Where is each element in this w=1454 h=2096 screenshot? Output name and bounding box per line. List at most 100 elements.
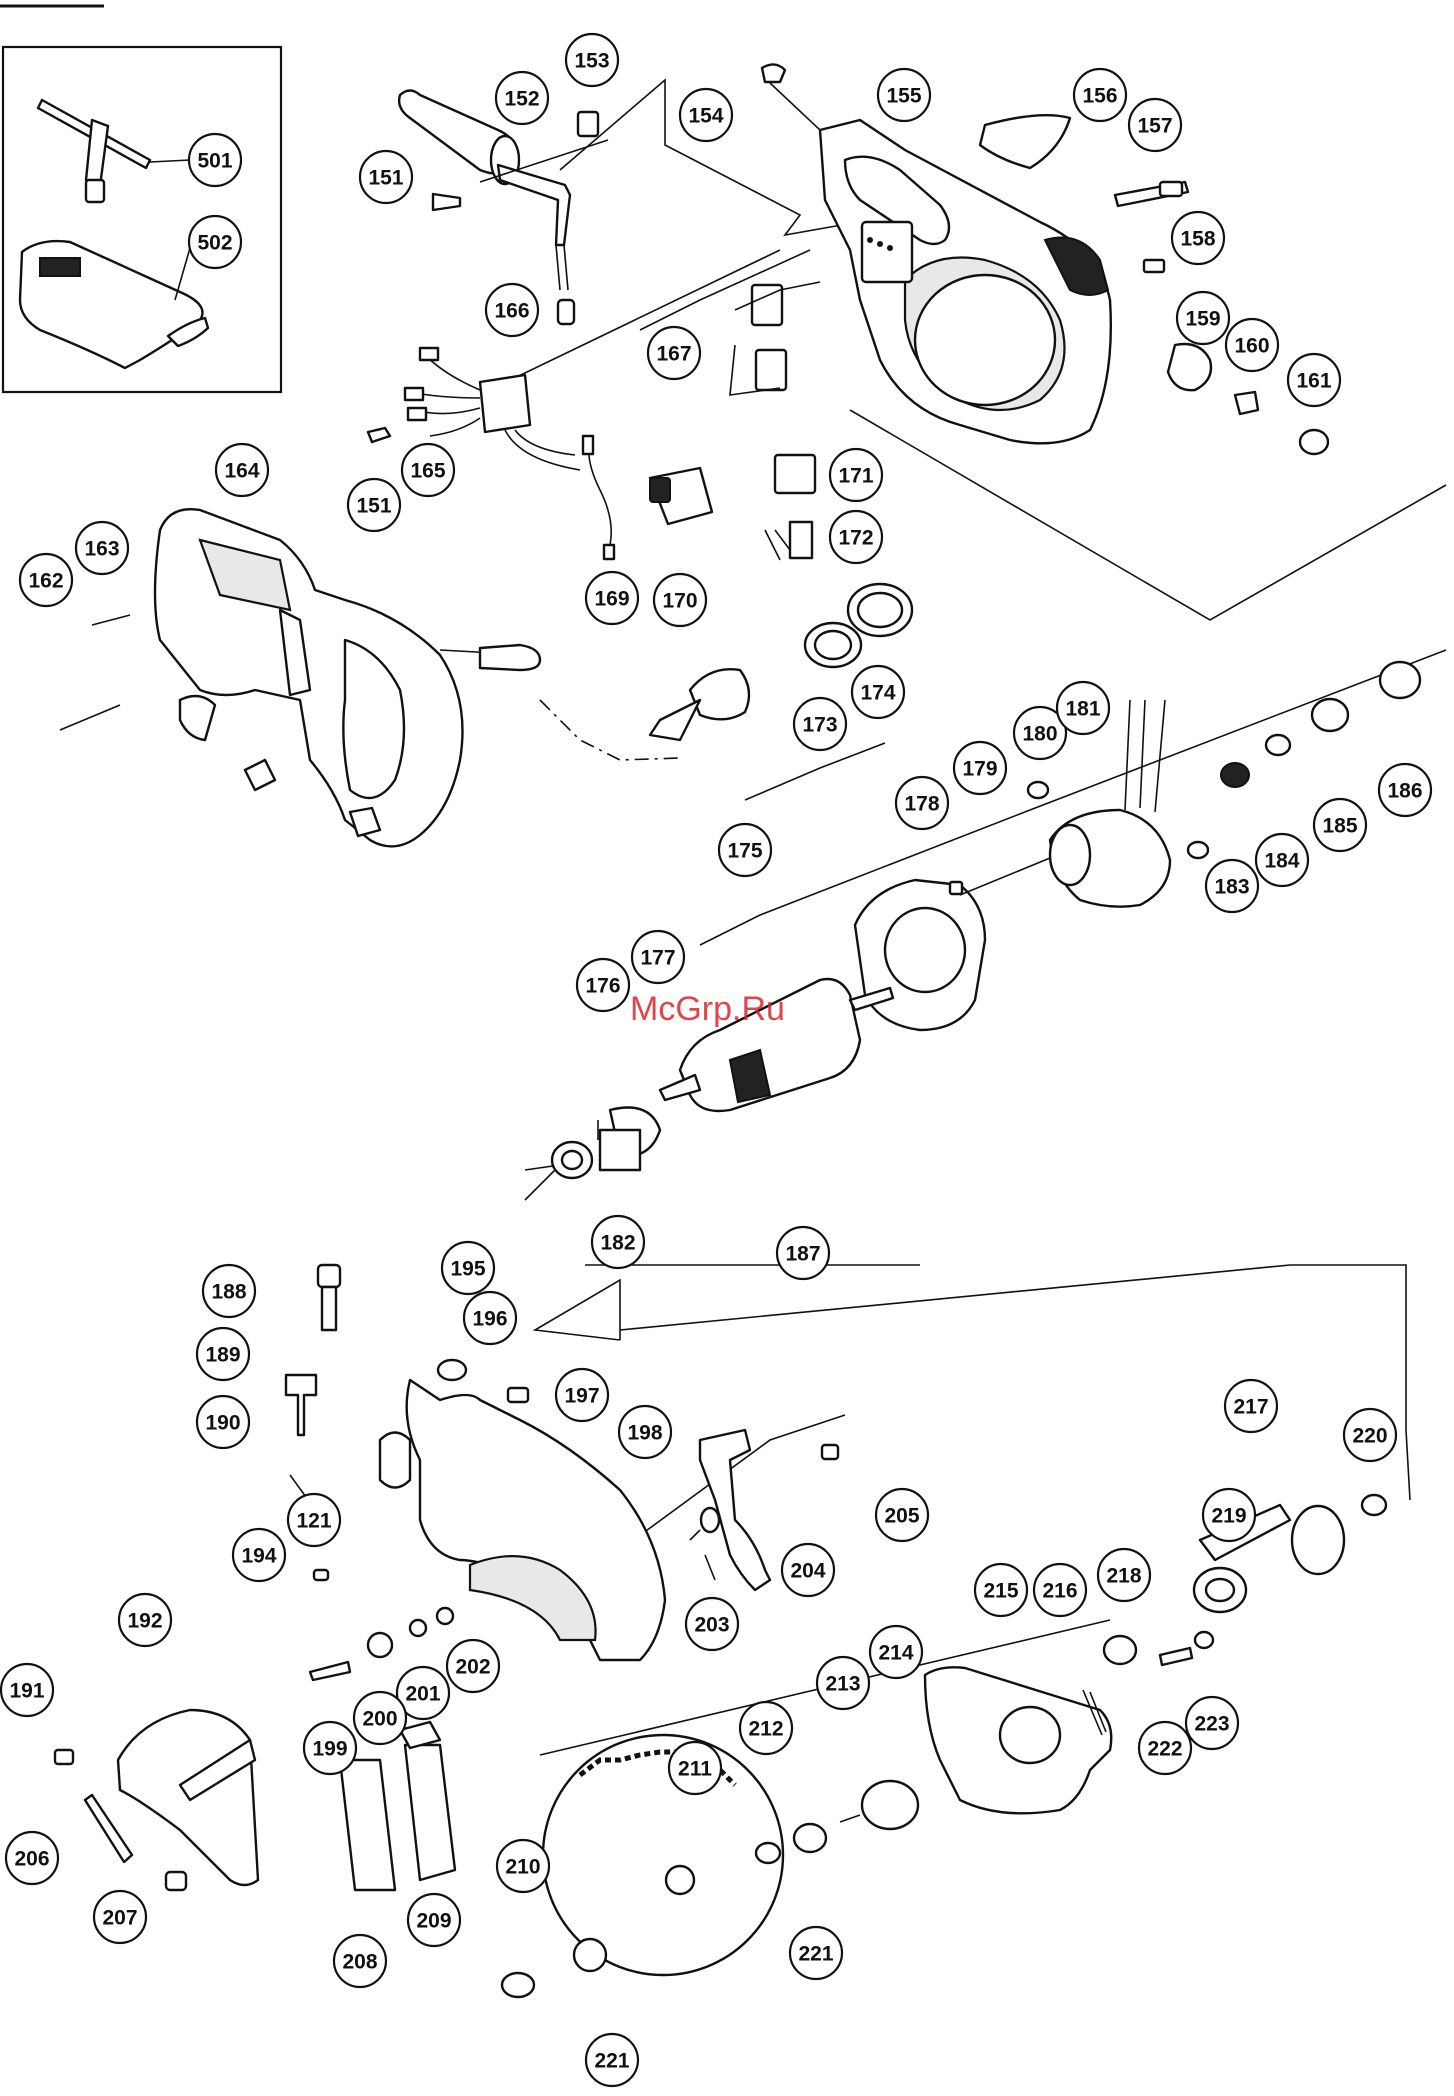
- callout-175: 175: [717, 822, 773, 878]
- callout-circle: [201, 1263, 257, 1319]
- callout-circle: [187, 132, 243, 188]
- callout-219: 219: [1201, 1487, 1257, 1543]
- wiring-block-drawing: [366, 346, 581, 471]
- callout-172: 172: [828, 509, 884, 565]
- callout-circle: [0, 1662, 55, 1718]
- callout-circle: [1204, 858, 1260, 914]
- callout-circle: [302, 1720, 358, 1776]
- callout-circle: [894, 775, 950, 831]
- callout-circle: [400, 442, 456, 498]
- callout-label: 222: [1147, 1738, 1182, 1761]
- callout-label: 151: [368, 167, 403, 190]
- gear-case-drawing: [284, 1263, 667, 1662]
- callout-circle: [74, 520, 130, 576]
- callout-label: 162: [28, 570, 63, 593]
- callout-label: 174: [860, 682, 895, 705]
- callout-label: 158: [1180, 228, 1215, 251]
- callout-199: 199: [302, 1720, 358, 1776]
- callout-label: 181: [1065, 698, 1100, 721]
- callout-circle: [1223, 1378, 1279, 1434]
- callout-184: 184: [1254, 832, 1310, 888]
- callout-label: 189: [205, 1344, 240, 1367]
- callout-circle: [286, 1492, 342, 1548]
- callout-180: 180: [1012, 705, 1068, 761]
- callout-200: 200: [352, 1690, 408, 1746]
- callout-label: 160: [1234, 335, 1269, 358]
- callout-212: 212: [738, 1700, 794, 1756]
- callout-label: 201: [405, 1683, 440, 1706]
- callout-label: 155: [886, 85, 921, 108]
- callout-169: 169: [584, 570, 640, 626]
- callout-label: 217: [1233, 1396, 1268, 1419]
- callout-circle: [440, 1240, 496, 1296]
- callout-label: 177: [640, 947, 675, 970]
- callout-circle: [828, 509, 884, 565]
- callout-circle: [646, 325, 702, 381]
- callout-label: 194: [241, 1545, 276, 1568]
- callout-label: 169: [594, 588, 629, 611]
- callout-186: 186: [1377, 762, 1433, 818]
- callout-label: 164: [224, 460, 259, 483]
- callout-label: 221: [594, 2050, 629, 2073]
- callout-label: 153: [574, 50, 609, 73]
- callout-176: 176: [575, 957, 631, 1013]
- handle-wire-parts: [397, 89, 609, 326]
- callout-circle: [815, 1655, 871, 1711]
- callout-label: 178: [904, 793, 939, 816]
- callout-circle: [4, 1830, 60, 1886]
- callout-151b: 151: [346, 477, 402, 533]
- callout-label: 191: [9, 1680, 44, 1703]
- callout-label: 210: [505, 1856, 540, 1879]
- callout-label: 219: [1211, 1505, 1246, 1528]
- callout-circle: [395, 1665, 451, 1721]
- callout-197: 197: [554, 1367, 610, 1423]
- callout-198: 198: [617, 1404, 673, 1460]
- callout-502: 502: [187, 214, 243, 270]
- callout-160: 160: [1224, 317, 1280, 373]
- callout-circle: [652, 572, 708, 628]
- callout-circle: [1170, 210, 1226, 266]
- callout-circle: [1175, 290, 1231, 346]
- callout-151: 151: [358, 149, 414, 205]
- callout-label: 173: [802, 714, 837, 737]
- switch-block-parts: [581, 434, 817, 561]
- callout-label: 206: [14, 1848, 49, 1871]
- callout-circle: [973, 1562, 1029, 1618]
- callout-label: 167: [656, 343, 691, 366]
- callout-185: 185: [1312, 797, 1368, 853]
- callout-label: 151: [356, 495, 391, 518]
- dust-bag-drawing: [18, 239, 210, 370]
- callout-164: 164: [214, 442, 270, 498]
- callout-circle: [1254, 832, 1310, 888]
- callout-label: 202: [455, 1656, 490, 1679]
- callout-circle: [495, 1838, 551, 1894]
- callout-circle: [346, 477, 402, 533]
- callout-215: 215: [973, 1562, 1029, 1618]
- callout-circle: [462, 1290, 518, 1346]
- callout-201: 201: [395, 1665, 451, 1721]
- callout-179: 179: [952, 740, 1008, 796]
- callout-circle: [1137, 1720, 1193, 1776]
- callout-label: 502: [197, 232, 232, 255]
- callout-circle: [617, 1404, 673, 1460]
- callout-165: 165: [400, 442, 456, 498]
- callout-circle: [780, 1542, 836, 1598]
- callout-circle: [868, 1624, 924, 1680]
- callout-163: 163: [74, 520, 130, 576]
- callout-circle: [564, 32, 620, 88]
- callout-218: 218: [1096, 1547, 1152, 1603]
- callout-label: 218: [1106, 1565, 1141, 1588]
- callout-174: 174: [850, 664, 906, 720]
- callout-213: 213: [815, 1655, 871, 1711]
- callout-217: 217: [1223, 1378, 1279, 1434]
- callout-501: 501: [187, 132, 243, 188]
- callout-216: 216: [1032, 1562, 1088, 1618]
- callout-circle: [630, 929, 686, 985]
- callout-211: 211: [667, 1740, 723, 1796]
- callout-label: 186: [1387, 780, 1422, 803]
- callout-161: 161: [1286, 352, 1342, 408]
- callout-label: 211: [678, 1758, 712, 1781]
- callout-label: 185: [1322, 815, 1357, 838]
- callout-label: 223: [1194, 1713, 1229, 1736]
